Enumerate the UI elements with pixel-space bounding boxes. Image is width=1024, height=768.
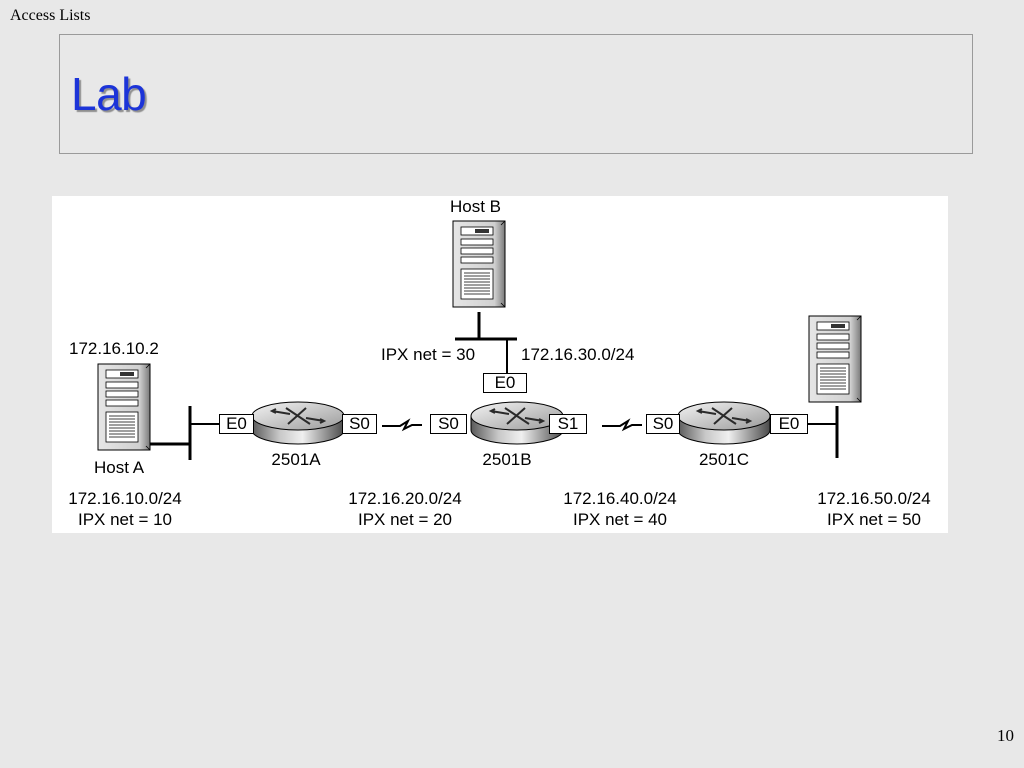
router-b-port-e0: E0 <box>483 373 527 393</box>
net-20-subnet: 172.16.20.0/24 <box>348 489 462 508</box>
diagram-graphics <box>97 220 862 460</box>
router-c-port-e0: E0 <box>770 414 808 434</box>
page-number: 10 <box>997 726 1014 745</box>
net-10-ipx: IPX net = 10 <box>77 510 173 529</box>
network-diagram: 172.16.10.2 Host A Host B IPX net = 30 1… <box>52 196 948 533</box>
router-a-port-s0: S0 <box>342 414 377 434</box>
router-2501c-icon <box>677 401 771 445</box>
slide-title: Lab <box>71 68 147 120</box>
router-c-port-s0: S0 <box>646 414 680 434</box>
host-b-server-icon <box>452 220 506 308</box>
net-20-ipx: IPX net = 20 <box>357 510 453 529</box>
host-c-server-icon <box>808 315 862 403</box>
title-box: Lab <box>59 34 973 154</box>
host-a-label: Host A <box>94 458 145 477</box>
host-b-label: Host B <box>450 197 502 216</box>
host-a-ip: 172.16.10.2 <box>69 339 159 358</box>
serial-link-b-c <box>601 420 643 430</box>
router-b-port-s1: S1 <box>549 414 587 434</box>
router-b-port-s0: S0 <box>430 414 467 434</box>
router-c-label: 2501C <box>698 450 750 469</box>
router-a-label: 2501A <box>271 450 321 469</box>
net-10-subnet: 172.16.10.0/24 <box>68 489 182 508</box>
net-50-subnet: 172.16.50.0/24 <box>817 489 931 508</box>
host-b-subnet: 172.16.30.0/24 <box>521 345 635 364</box>
router-2501a-icon <box>251 401 345 445</box>
net-50-ipx: IPX net = 50 <box>826 510 922 529</box>
serial-link-a-b <box>381 420 423 430</box>
header-label: Access Lists <box>10 7 91 24</box>
router-b-label: 2501B <box>482 450 532 469</box>
host-b-ipx-net: IPX net = 30 <box>381 345 476 364</box>
host-a-server-icon <box>97 363 151 451</box>
net-40-subnet: 172.16.40.0/24 <box>563 489 677 508</box>
net-40-ipx: IPX net = 40 <box>572 510 668 529</box>
router-a-port-e0: E0 <box>219 414 254 434</box>
